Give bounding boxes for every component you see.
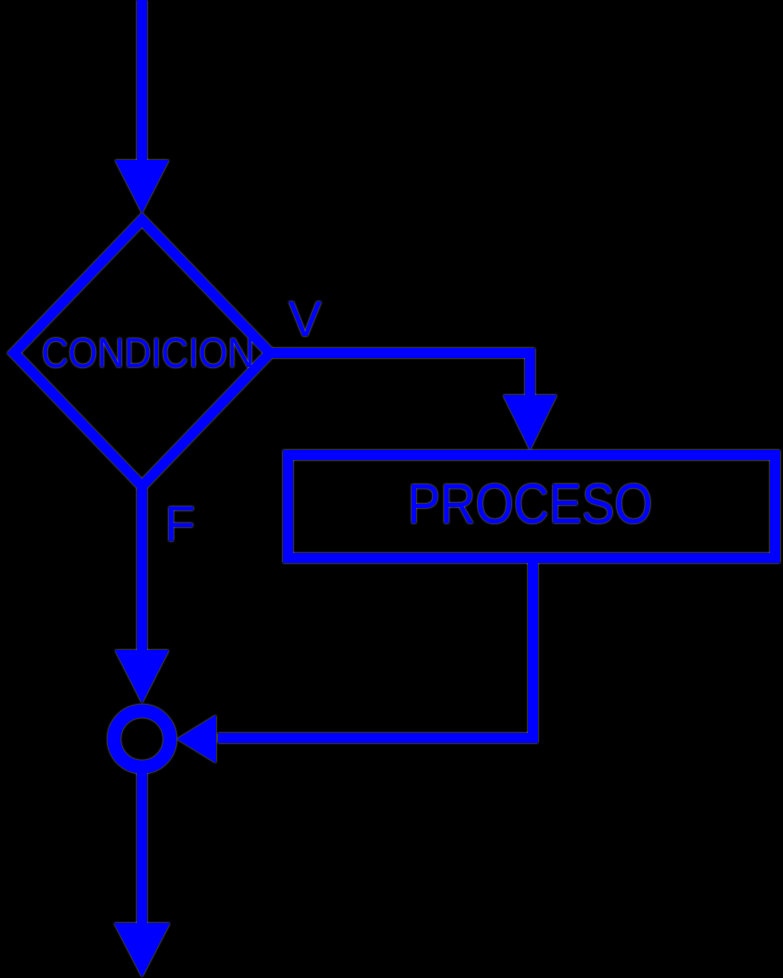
process-label: PROCESO [408,472,653,536]
true-branch-arrowhead-icon [503,395,557,450]
junction-circle [107,704,177,774]
exit-arrowhead-icon [114,923,170,977]
entry-arrowhead-icon [115,160,169,213]
true-branch-label: V [288,291,322,347]
true-branch-line [272,348,535,396]
decision-label: CONDICION [42,329,255,376]
return-line [218,556,538,743]
false-branch-arrowhead-icon [115,650,169,703]
false-branch-label: F [165,496,196,552]
return-arrowhead-icon [177,715,216,763]
